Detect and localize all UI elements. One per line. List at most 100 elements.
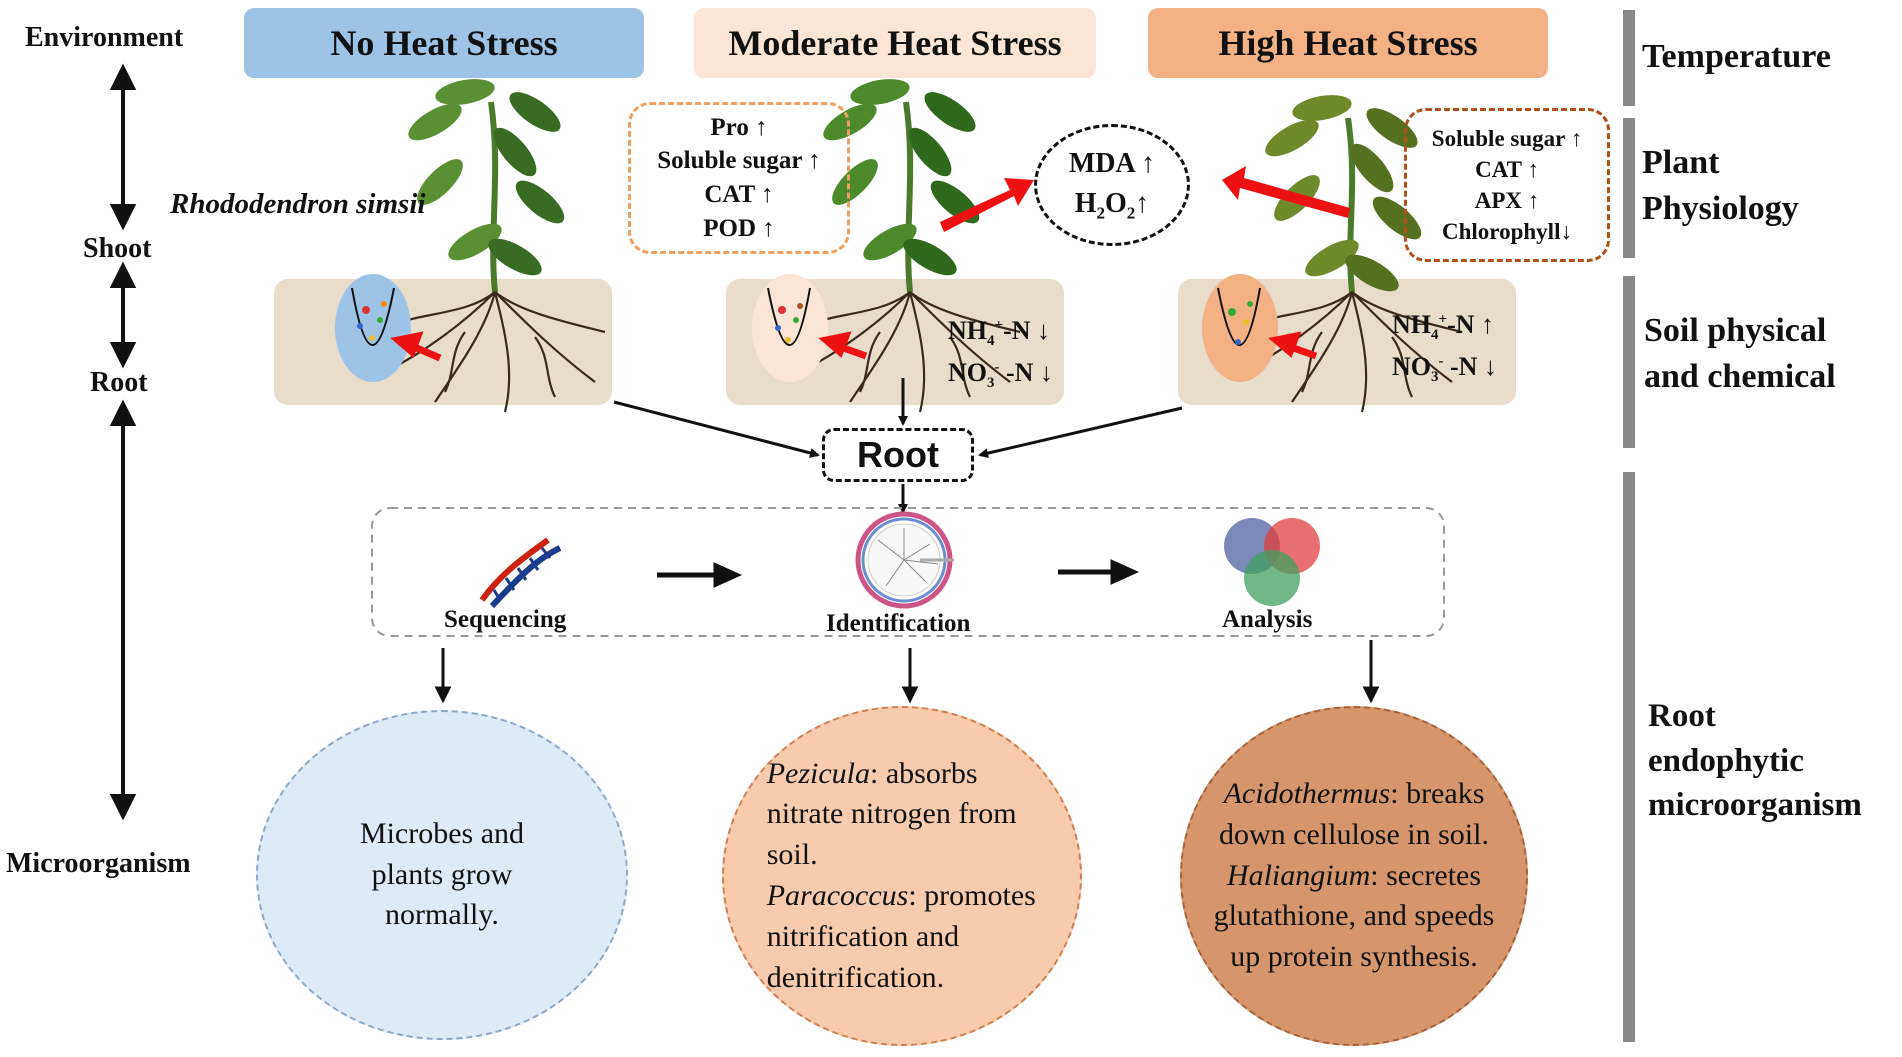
plant-root bbox=[444, 331, 466, 393]
rhizosphere-moderate bbox=[752, 274, 828, 382]
rhizosphere-arrows bbox=[390, 331, 1318, 362]
outcome-line: Haliangium: secretes glutathione, and sp… bbox=[1213, 858, 1495, 974]
soil-nh4-high: NH4+-N ↑ bbox=[1392, 310, 1494, 344]
species-label: Rhododendron simsii bbox=[170, 188, 426, 220]
plant-leaf bbox=[417, 159, 463, 205]
plant-root bbox=[1351, 291, 1463, 334]
rhizosphere-none bbox=[335, 274, 411, 382]
plant-stem bbox=[903, 101, 914, 293]
condition-high-heat-stress: High Heat Stress bbox=[1148, 8, 1548, 78]
plant-leaf bbox=[903, 238, 957, 276]
side-bar-temperature bbox=[1623, 10, 1635, 106]
plant-root bbox=[493, 291, 511, 413]
rhizosphere-high bbox=[1202, 274, 1278, 382]
venn-diagram-icon bbox=[1224, 518, 1320, 606]
plant-leaf bbox=[908, 127, 952, 177]
condition-label: Moderate Heat Stress bbox=[728, 23, 1062, 63]
physiology-item: CAT ↑ bbox=[1475, 156, 1539, 182]
plant-leaf bbox=[1350, 143, 1394, 193]
condition-label: No Heat Stress bbox=[330, 23, 558, 63]
plant-leaf bbox=[823, 103, 877, 141]
plant-leaf bbox=[509, 92, 561, 132]
plant-leaf bbox=[488, 238, 542, 276]
plant-leaf bbox=[1292, 95, 1352, 121]
condition-no-heat-stress: No Heat Stress bbox=[244, 8, 644, 78]
root-box: Root bbox=[822, 428, 974, 482]
label-environment: Environment bbox=[25, 22, 184, 53]
plant-root bbox=[949, 336, 971, 398]
plant-leaf bbox=[493, 127, 537, 177]
pipeline-box bbox=[371, 507, 1445, 637]
plants bbox=[384, 79, 1463, 413]
step-analysis: Analysis bbox=[1222, 606, 1313, 633]
plant-root bbox=[849, 291, 912, 403]
soil-no3-high: NO3- -N ↓ bbox=[1392, 352, 1497, 386]
plant-root bbox=[1291, 291, 1354, 403]
plant-root bbox=[908, 291, 926, 413]
physiology-item: APX ↑ bbox=[1474, 188, 1540, 213]
pipeline-to-outcome-arrows bbox=[434, 640, 1380, 704]
oxidative-arrows bbox=[940, 166, 1350, 232]
plant-root bbox=[1301, 331, 1323, 393]
plant-leaf bbox=[408, 103, 462, 141]
left-axis-arrows bbox=[109, 63, 137, 821]
plant-root bbox=[909, 291, 1021, 334]
step-sequencing: Sequencing bbox=[444, 606, 567, 633]
plant-leaf bbox=[924, 92, 976, 132]
outcome-line: Pezicula: absorbs nitrate nitrogen from … bbox=[766, 756, 1017, 872]
soil-no3-moderate: NO3- -N ↓ bbox=[948, 358, 1053, 392]
plant-stem bbox=[488, 101, 499, 293]
outcome-line: Acidothermus: breaks down cellulose in s… bbox=[1219, 777, 1489, 851]
plant-leaf bbox=[850, 79, 910, 105]
label-microorganism: Microorganism bbox=[6, 848, 191, 879]
side-bar-physiology bbox=[1623, 118, 1635, 258]
plant-leaf bbox=[435, 79, 495, 105]
oxidative-stress-oval: MDA ↑ H2O2↑ bbox=[1034, 124, 1190, 246]
side-bar-soil bbox=[1623, 276, 1635, 448]
outcome-text: Microbes and plants grow normally. bbox=[359, 816, 525, 932]
outcome-circle-high: Acidothermus: breaks down cellulose in s… bbox=[1180, 706, 1528, 1046]
phylogeny-icon bbox=[855, 511, 954, 609]
plant-root bbox=[494, 291, 606, 334]
plant-root bbox=[399, 291, 496, 324]
plant-leaf bbox=[1345, 254, 1399, 292]
physiology-item: CAT ↑ bbox=[704, 181, 774, 208]
plant-root bbox=[1351, 291, 1453, 383]
h2o2-label: H2O2↑ bbox=[1074, 188, 1150, 223]
step-identification: Identification bbox=[826, 610, 971, 637]
label-root: Root bbox=[90, 367, 148, 398]
plant-leaf bbox=[1372, 196, 1422, 240]
plant-leaf bbox=[832, 159, 878, 205]
label-shoot: Shoot bbox=[83, 233, 152, 264]
physiology-item: POD ↑ bbox=[703, 214, 775, 242]
plant-root bbox=[1391, 336, 1413, 398]
soil-to-root-arrows bbox=[613, 378, 1183, 514]
plant-root bbox=[909, 291, 1011, 383]
dna-icon bbox=[479, 537, 562, 609]
plant-root bbox=[494, 291, 596, 383]
soil-nh4-moderate: NH4+-N ↓ bbox=[948, 316, 1050, 350]
mda-label: MDA ↑ bbox=[1068, 147, 1156, 179]
plant-root bbox=[534, 336, 556, 398]
plant-stem bbox=[1345, 117, 1356, 293]
physiology-item: Soluble sugar ↑ bbox=[657, 147, 821, 175]
pipeline-arrows bbox=[657, 559, 1140, 588]
soil-bed-none bbox=[274, 279, 612, 405]
plant-leaf bbox=[1265, 119, 1319, 157]
plant-leaf bbox=[1305, 239, 1359, 277]
side-bar-microbe bbox=[1623, 472, 1635, 1042]
condition-label: High Heat Stress bbox=[1218, 23, 1478, 63]
outcome-circle-none: Microbes and plants grow normally. bbox=[256, 710, 628, 1040]
physiology-item: Chlorophyll↓ bbox=[1442, 219, 1572, 245]
label-temperature: Temperature bbox=[1642, 38, 1831, 75]
outcome-circle-moderate: Pezicula: absorbs nitrate nitrogen from … bbox=[722, 706, 1082, 1046]
plant-root bbox=[434, 291, 497, 403]
physiology-item: Soluble sugar ↑ bbox=[1431, 125, 1583, 151]
outcome-line: Paracoccus: promotes nitrification and d… bbox=[766, 879, 1036, 994]
condition-moderate-heat-stress: Moderate Heat Stress bbox=[694, 8, 1096, 78]
